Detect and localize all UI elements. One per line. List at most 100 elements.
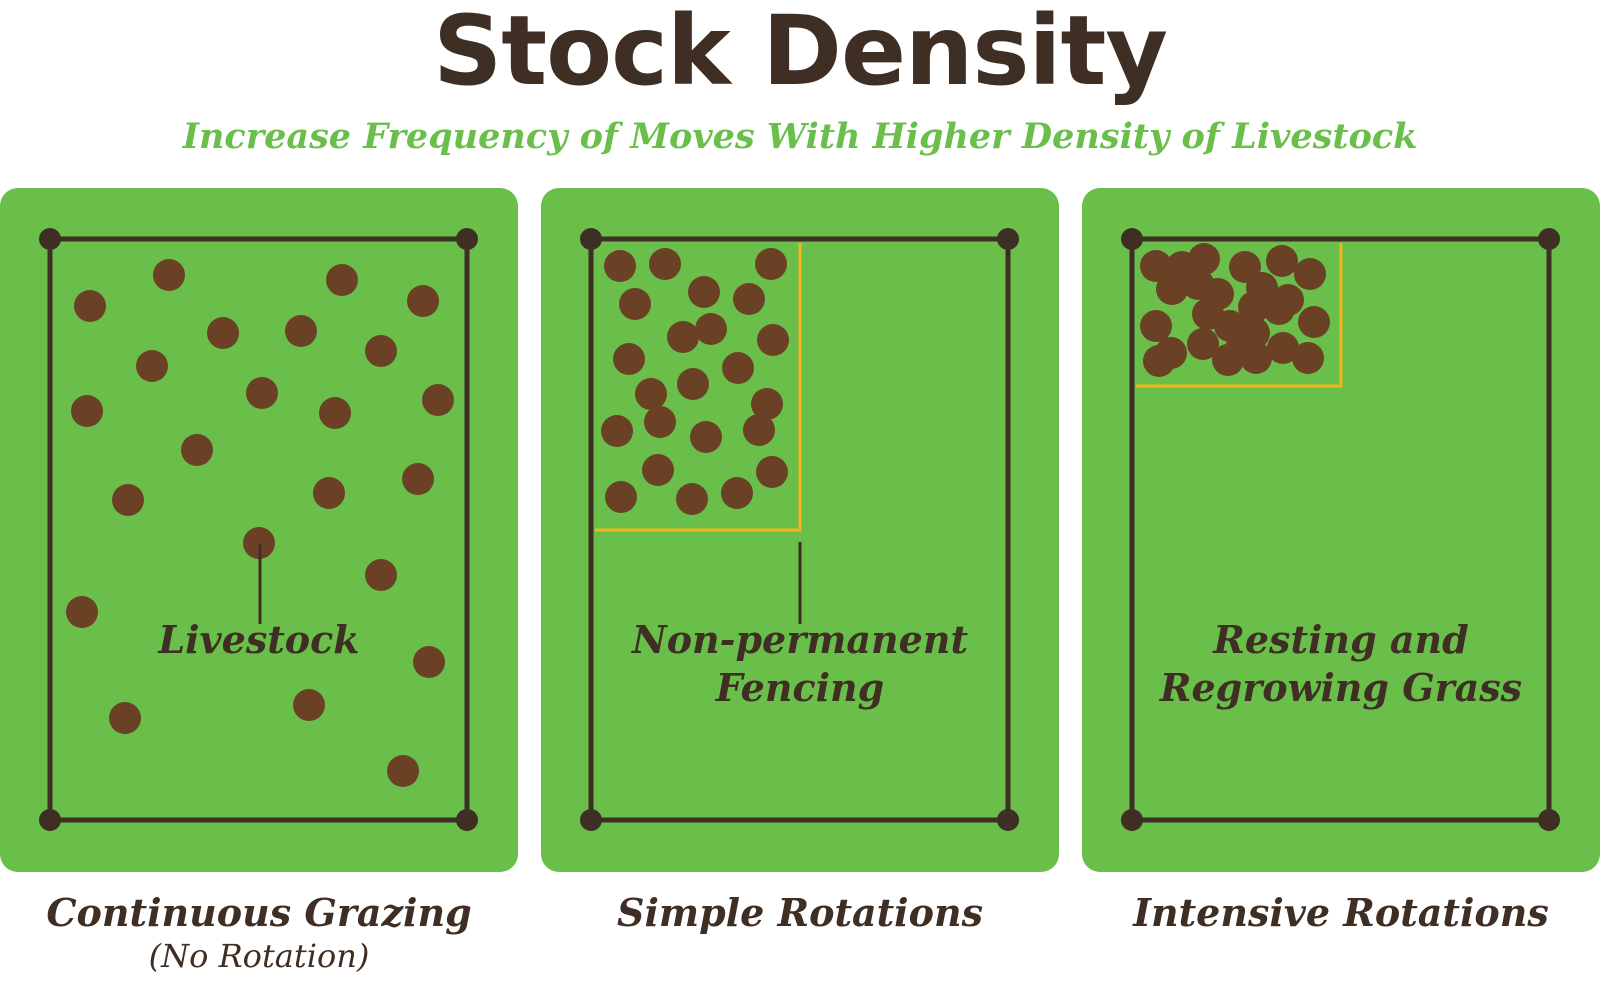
page-subtitle: Increase Frequency of Moves With Higher … xyxy=(182,116,1418,157)
pasture-diagram-simple xyxy=(580,228,1019,831)
livestock-dot xyxy=(1267,332,1299,364)
livestock-dot xyxy=(1140,250,1172,282)
caption-intensive-main: Intensive Rotations xyxy=(1133,890,1549,935)
livestock-dot xyxy=(601,415,633,447)
label-resting-line-1: Resting and xyxy=(1213,617,1469,662)
panel-intensive-rotations: Resting and Regrowing Grass xyxy=(1082,188,1600,872)
livestock-dot xyxy=(613,343,645,375)
fence-post xyxy=(39,228,61,250)
livestock-dot xyxy=(649,248,681,280)
livestock-dot xyxy=(207,317,239,349)
livestock-dot xyxy=(676,483,708,515)
livestock-dot xyxy=(402,463,434,495)
livestock-dot xyxy=(604,250,636,282)
livestock-dot xyxy=(413,646,445,678)
caption-simple-main: Simple Rotations xyxy=(617,890,983,935)
livestock-dot xyxy=(319,397,351,429)
livestock-dot xyxy=(422,384,454,416)
fence-post xyxy=(456,228,478,250)
livestock-dot xyxy=(153,259,185,291)
livestock-dot xyxy=(642,454,674,486)
caption-continuous-grazing: Continuous Grazing (No Rotation) xyxy=(0,890,518,976)
livestock-dot xyxy=(293,689,325,721)
livestock-dot xyxy=(1266,245,1298,277)
label-non-permanent-fencing: Non-permanent Fencing xyxy=(541,616,1059,712)
livestock-dot xyxy=(690,421,722,453)
livestock-dot xyxy=(136,350,168,382)
panel-continuous-grazing: Livestock xyxy=(0,188,518,872)
fence-post xyxy=(1538,809,1560,831)
livestock-dot xyxy=(757,324,789,356)
livestock-dot xyxy=(243,527,275,559)
livestock-dot xyxy=(66,596,98,628)
fence-post xyxy=(997,809,1019,831)
caption-continuous-main: Continuous Grazing xyxy=(46,890,472,935)
livestock-dot xyxy=(365,559,397,591)
livestock-dot xyxy=(387,755,419,787)
livestock-dot xyxy=(635,378,667,410)
fence-post xyxy=(456,809,478,831)
livestock-dot xyxy=(1212,344,1244,376)
fence-post xyxy=(1538,228,1560,250)
livestock-dot xyxy=(407,285,439,317)
livestock-dot xyxy=(677,368,709,400)
livestock-dot xyxy=(695,313,727,345)
livestock-dot xyxy=(743,414,775,446)
livestock-dot xyxy=(644,406,676,438)
pasture-diagram-intensive xyxy=(1121,228,1560,831)
livestock-dot xyxy=(112,484,144,516)
caption-simple-rotations: Simple Rotations xyxy=(541,890,1059,936)
caption-intensive-rotations: Intensive Rotations xyxy=(1082,890,1600,936)
livestock-dot xyxy=(246,377,278,409)
livestock-dot xyxy=(285,315,317,347)
fence-post xyxy=(1121,809,1143,831)
livestock-dot xyxy=(755,248,787,280)
fence-post xyxy=(1121,228,1143,250)
non-permanent-fence xyxy=(595,243,802,532)
fence-post xyxy=(39,809,61,831)
fence-post xyxy=(997,228,1019,250)
livestock-dot xyxy=(756,456,788,488)
livestock-dot xyxy=(619,288,651,320)
page-title: Stock Density xyxy=(433,0,1168,107)
livestock-dot xyxy=(688,276,720,308)
livestock-dot xyxy=(1298,306,1330,338)
livestock-dot xyxy=(326,264,358,296)
livestock-dot xyxy=(1292,342,1324,374)
label-livestock: Livestock xyxy=(0,616,518,664)
non-permanent-fence xyxy=(1136,243,1343,388)
livestock-dot xyxy=(751,388,783,420)
permanent-fence xyxy=(588,236,1011,823)
caption-continuous-sub: (No Rotation) xyxy=(148,937,370,975)
permanent-fence xyxy=(47,236,470,823)
livestock-dot xyxy=(109,702,141,734)
livestock-dot xyxy=(1187,328,1219,360)
fence-post xyxy=(580,228,602,250)
livestock-dot xyxy=(721,477,753,509)
livestock-dot xyxy=(722,352,754,384)
fence-post xyxy=(580,809,602,831)
livestock-dot xyxy=(1263,293,1295,325)
label-fencing-line-1: Non-permanent xyxy=(631,617,969,662)
livestock-dot xyxy=(71,395,103,427)
label-resting-regrowing-grass: Resting and Regrowing Grass xyxy=(1082,616,1600,712)
livestock-dot xyxy=(74,290,106,322)
livestock-dot xyxy=(313,477,345,509)
livestock-dot xyxy=(1140,310,1172,342)
livestock-dot xyxy=(181,434,213,466)
label-fencing-line-2: Fencing xyxy=(715,665,885,710)
livestock-dot xyxy=(1143,345,1175,377)
label-livestock-line-1: Livestock xyxy=(158,617,360,662)
panel-simple-rotations: Non-permanent Fencing xyxy=(541,188,1059,872)
livestock-dot xyxy=(605,481,637,513)
livestock-dot xyxy=(1188,243,1220,275)
livestock-dot xyxy=(365,335,397,367)
livestock-dot xyxy=(733,283,765,315)
livestock-dot xyxy=(1156,273,1188,305)
label-resting-line-2: Regrowing Grass xyxy=(1159,665,1523,710)
pasture-diagram-continuous xyxy=(39,228,478,831)
livestock-dot xyxy=(1238,291,1270,323)
livestock-dot xyxy=(1240,342,1272,374)
permanent-fence xyxy=(1129,236,1552,823)
livestock-dot xyxy=(1294,258,1326,290)
